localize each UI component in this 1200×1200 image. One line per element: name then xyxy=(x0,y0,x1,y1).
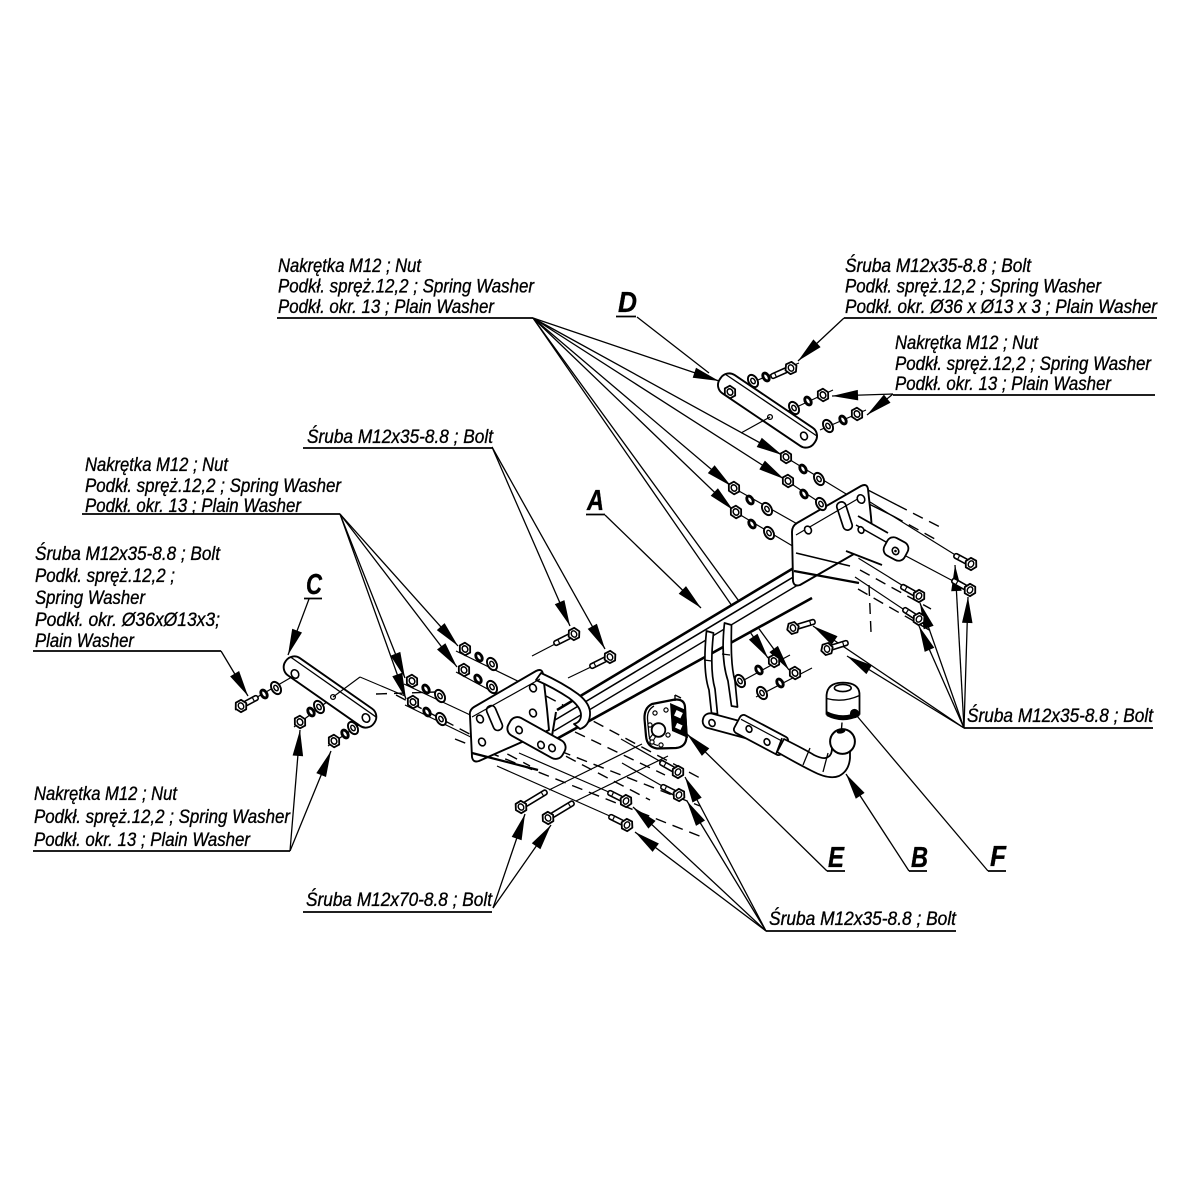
svg-text:Podkł. spręż.12,2 ; Spring Was: Podkł. spręż.12,2 ; Spring Washer xyxy=(34,806,291,828)
svg-text:Spring Washer: Spring Washer xyxy=(35,587,146,609)
svg-text:A: A xyxy=(586,485,604,517)
svg-text:F: F xyxy=(990,841,1007,873)
svg-text:Śruba M12x35-8.8 ; Bolt: Śruba M12x35-8.8 ; Bolt xyxy=(769,906,957,930)
svg-text:Podkł. spręż.12,2 ; Spring Was: Podkł. spręż.12,2 ; Spring Washer xyxy=(845,276,1102,298)
svg-text:Podkł. okr. Ø36 x Ø13 x 3 ; P: Podkł. okr. Ø36 x Ø13 x 3 ; Plain Washer xyxy=(845,296,1158,318)
svg-text:D: D xyxy=(618,287,637,319)
svg-text:Podkł. spręż.12,2 ; Spring Was: Podkł. spręż.12,2 ; Spring Washer xyxy=(895,353,1152,375)
svg-text:Nakrętka M12 ; Nut: Nakrętka M12 ; Nut xyxy=(34,783,178,805)
svg-text:Podkł. okr. 13 ; Plain Washer: Podkł. okr. 13 ; Plain Washer xyxy=(34,829,251,851)
svg-text:Śruba M12x35-8.8 ; Bolt: Śruba M12x35-8.8 ; Bolt xyxy=(967,703,1154,727)
svg-text:Śruba M12x35-8.8 ; Bolt: Śruba M12x35-8.8 ; Bolt xyxy=(845,253,1032,277)
svg-text:Podkł. okr. 13 ; Plain Washer: Podkł. okr. 13 ; Plain Washer xyxy=(85,495,302,517)
svg-text:Podkł. spręż.12,2 ;: Podkł. spręż.12,2 ; xyxy=(35,565,175,587)
svg-text:Podkł. spręż.12,2 ; Spring Was: Podkł. spręż.12,2 ; Spring Washer xyxy=(85,475,342,497)
svg-text:Śruba M12x70-8.8 ; Bolt: Śruba M12x70-8.8 ; Bolt xyxy=(306,887,493,911)
svg-text:Nakrętka M12 ; Nut: Nakrętka M12 ; Nut xyxy=(895,332,1039,354)
svg-text:Nakrętka M12 ; Nut: Nakrętka M12 ; Nut xyxy=(278,255,422,277)
svg-text:C: C xyxy=(306,569,323,601)
svg-text:Śruba M12x35-8.8 ; Bolt: Śruba M12x35-8.8 ; Bolt xyxy=(307,424,494,448)
svg-text:Podkł. okr. 13 ; Plain Washer: Podkł. okr. 13 ; Plain Washer xyxy=(895,373,1112,395)
svg-text:Podkł. okr. Ø36xØ13x3;: Podkł. okr. Ø36xØ13x3; xyxy=(35,609,220,631)
svg-text:Nakrętka M12 ; Nut: Nakrętka M12 ; Nut xyxy=(85,454,229,476)
svg-text:B: B xyxy=(911,842,928,874)
svg-text:Podkł. okr. 13 ; Plain Washer: Podkł. okr. 13 ; Plain Washer xyxy=(278,296,495,318)
svg-text:Śruba M12x35-8.8 ; Bolt: Śruba M12x35-8.8 ; Bolt xyxy=(35,541,221,565)
svg-text:Plain Washer: Plain Washer xyxy=(35,630,135,652)
svg-text:Podkł. spręż.12,2 ; Spring Was: Podkł. spręż.12,2 ; Spring Washer xyxy=(278,276,535,298)
svg-text:E: E xyxy=(828,842,845,874)
